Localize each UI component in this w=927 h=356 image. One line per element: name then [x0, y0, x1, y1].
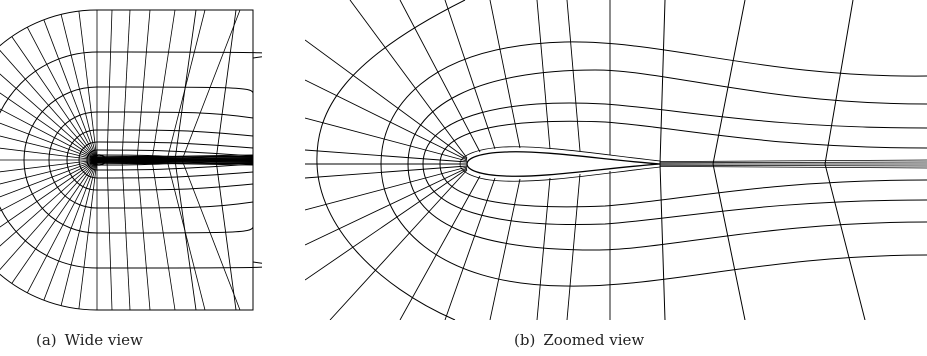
radial-line-10 [329, 169, 468, 320]
trailing-edge-grid-line [659, 0, 666, 320]
kinked-grid-line-2 [824, 0, 866, 320]
lower-fan-line-1 [399, 175, 481, 320]
lower-fan-line-2 [444, 177, 496, 320]
wide-view-mesh [0, 9, 262, 311]
wide-view-caption: (a) Wide view [36, 331, 143, 349]
lower-fan-line-2 [121, 159, 131, 311]
radial-line-12 [0, 135, 98, 161]
radial-line-21 [0, 159, 98, 271]
radial-line-26 [78, 159, 98, 309]
upper-fan-line-6 [181, 9, 241, 161]
radial-line-6 [305, 165, 468, 179]
radial-line-25 [60, 159, 98, 306]
upper-fan-line-1 [106, 9, 113, 161]
upper-fan-line-1 [399, 0, 481, 153]
boundary-layer-line [459, 146, 661, 182]
outer-boundary [0, 9, 254, 311]
lower-fan-line-5 [566, 173, 581, 320]
caption-a-text: Wide view [64, 331, 143, 349]
radial-line-8 [305, 167, 468, 246]
radial-line-24 [43, 159, 98, 301]
kinked-grid-line-1 [712, 0, 746, 320]
airfoil-outline [466, 151, 661, 177]
radial-line-5 [26, 27, 98, 161]
mesh-layer-1 [0, 51, 262, 269]
radial-line-15 [0, 159, 98, 173]
upper-fan-line-2 [444, 0, 496, 150]
radial-line-7 [305, 166, 468, 211]
wake-line-2 [659, 161, 927, 164]
radial-line-1 [349, 0, 468, 159]
lower-fan-line-6 [181, 159, 241, 311]
radial-line-5 [305, 149, 468, 163]
radial-line-2 [78, 11, 98, 161]
airfoil-cluster [92, 154, 106, 166]
radial-line-3 [305, 79, 468, 161]
radial-line-17 [0, 159, 98, 198]
lower-fan-line-5 [166, 159, 206, 311]
caption-b-label: (b) [514, 331, 536, 349]
lower-fan-line-1 [106, 159, 113, 311]
radial-line-8 [0, 73, 98, 161]
radial-line-4 [305, 117, 468, 162]
zoomed-view-mesh [305, 0, 927, 320]
radial-line-16 [0, 159, 98, 185]
upper-fan-line-5 [166, 9, 206, 161]
radial-line-11 [0, 122, 98, 161]
radial-line-9 [305, 168, 468, 281]
radial-line-2 [305, 39, 468, 160]
radial-line-10 [0, 108, 98, 161]
wake-line-5 [659, 166, 927, 169]
caption-a-label: (a) [36, 331, 57, 349]
radial-line-3 [60, 14, 98, 161]
radial-line-20 [0, 159, 98, 247]
radial-line-18 [0, 159, 98, 212]
zoomed-view-caption: (b) Zoomed view [514, 331, 644, 349]
radial-line-23 [26, 159, 98, 293]
radial-line-4 [43, 19, 98, 161]
caption-b-text: Zoomed view [543, 331, 645, 349]
upper-fan-line-4 [536, 0, 551, 150]
lower-fan-line-3 [489, 178, 521, 320]
radial-line-6 [11, 36, 98, 161]
radial-line-13 [0, 147, 98, 161]
radial-line-7 [0, 49, 98, 161]
radial-line-22 [11, 159, 98, 284]
zoomed-view-panel [305, 0, 927, 320]
wide-view-panel [0, 0, 262, 320]
radial-line-9 [0, 92, 98, 161]
radial-line-19 [0, 159, 98, 228]
wake-line-1 [659, 159, 927, 162]
c-layer-3 [407, 69, 927, 251]
lower-fan-line-4 [536, 177, 551, 320]
lower-fan-line-3 [136, 159, 151, 311]
upper-fan-line-3 [489, 0, 521, 149]
wake-line-4 [659, 164, 927, 167]
upper-fan-line-4 [151, 9, 176, 161]
lower-fan-line-4 [151, 159, 176, 311]
upper-fan-line-2 [121, 9, 131, 161]
upper-fan-line-5 [566, 0, 581, 152]
upper-fan-line-3 [136, 9, 151, 161]
